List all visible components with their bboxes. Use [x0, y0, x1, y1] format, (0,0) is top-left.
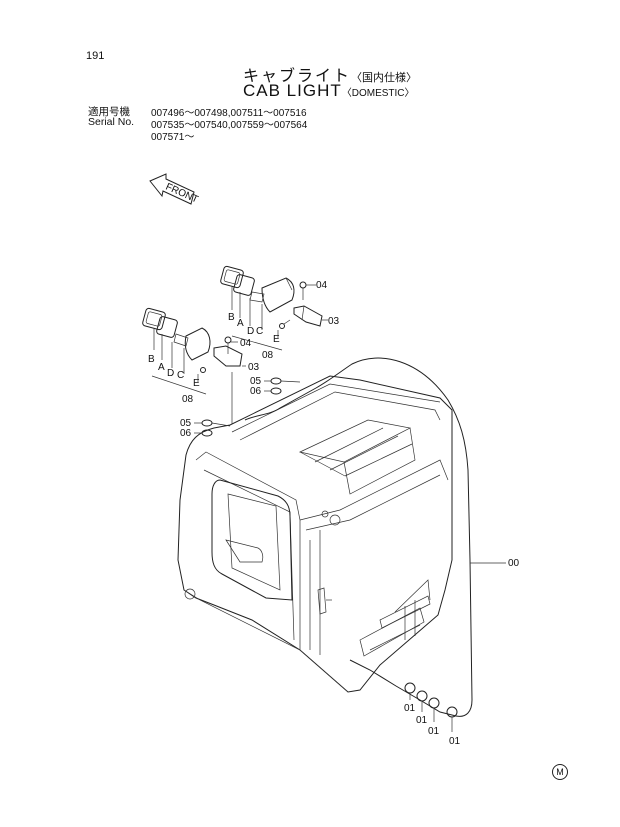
serial-label-jp: 適用号機 — [88, 106, 130, 118]
callout-upper-D: D — [247, 326, 254, 337]
wiring-harness: 00 01 01 01 01 — [244, 357, 520, 747]
title-en-note: 〈DOMESTIC〉 — [341, 88, 415, 99]
callout-upper-B: B — [228, 312, 235, 323]
cab-body — [177, 375, 453, 693]
front-arrow-label: FRONT — [164, 182, 200, 206]
title-jp-note: 〈国内仕様〉 — [351, 72, 418, 84]
callout-lower-03: 03 — [248, 362, 260, 373]
callout-clamp-3: 01 — [428, 726, 440, 737]
serial-line-3: 007571～ — [151, 132, 195, 143]
title-english: CAB LIGHT〈DOMESTIC〉 — [243, 81, 415, 101]
callout-washer-lower-05: 05 — [180, 418, 192, 429]
callout-clamp-1: 01 — [404, 703, 416, 714]
callout-upper-03: 03 — [328, 316, 340, 327]
callout-lower-B: B — [148, 354, 155, 365]
callout-washer-upper-06: 06 — [250, 386, 262, 397]
serial-line-2: 007535～007540,007559～007564 — [151, 120, 308, 131]
serial-line-1: 007496～007498,007511～007516 — [151, 108, 307, 119]
front-arrow: FRONT — [149, 173, 200, 206]
serial-label-en: Serial No. — [88, 116, 135, 128]
callout-upper-C: C — [256, 326, 263, 337]
lower-light-assembly: 04 03 B A D C E 08 — [142, 307, 260, 424]
callout-washer-upper-05: 05 — [250, 376, 262, 387]
corner-mark: M — [552, 764, 568, 780]
washers-upper: 05 06 — [250, 376, 301, 397]
callout-lower-08: 08 — [182, 394, 194, 405]
callout-upper-04: 04 — [316, 280, 328, 291]
callout-upper-A: A — [237, 318, 244, 329]
callout-upper-08: 08 — [262, 350, 274, 361]
clamp-group — [404, 682, 458, 732]
callout-upper-E: E — [273, 334, 280, 345]
title-japanese: キャブライト〈国内仕様〉 — [243, 62, 417, 86]
callout-lower-E: E — [193, 378, 200, 389]
callout-lower-A: A — [158, 362, 165, 373]
callout-lower-C: C — [177, 370, 184, 381]
title-en-main: CAB LIGHT — [243, 81, 342, 100]
title-jp-main: キャブライト — [243, 68, 352, 85]
callout-harness: 00 — [508, 558, 520, 569]
washers-lower: 05 06 — [180, 418, 231, 439]
page-number: 191 — [86, 50, 105, 62]
callout-lower-04: 04 — [240, 338, 252, 349]
callout-clamp-2: 01 — [416, 715, 428, 726]
upper-light-assembly: 04 03 B A D C E 08 — [220, 265, 340, 361]
callout-lower-D: D — [167, 368, 174, 379]
callout-clamp-4: 01 — [449, 736, 461, 747]
callout-washer-lower-06: 06 — [180, 428, 192, 439]
